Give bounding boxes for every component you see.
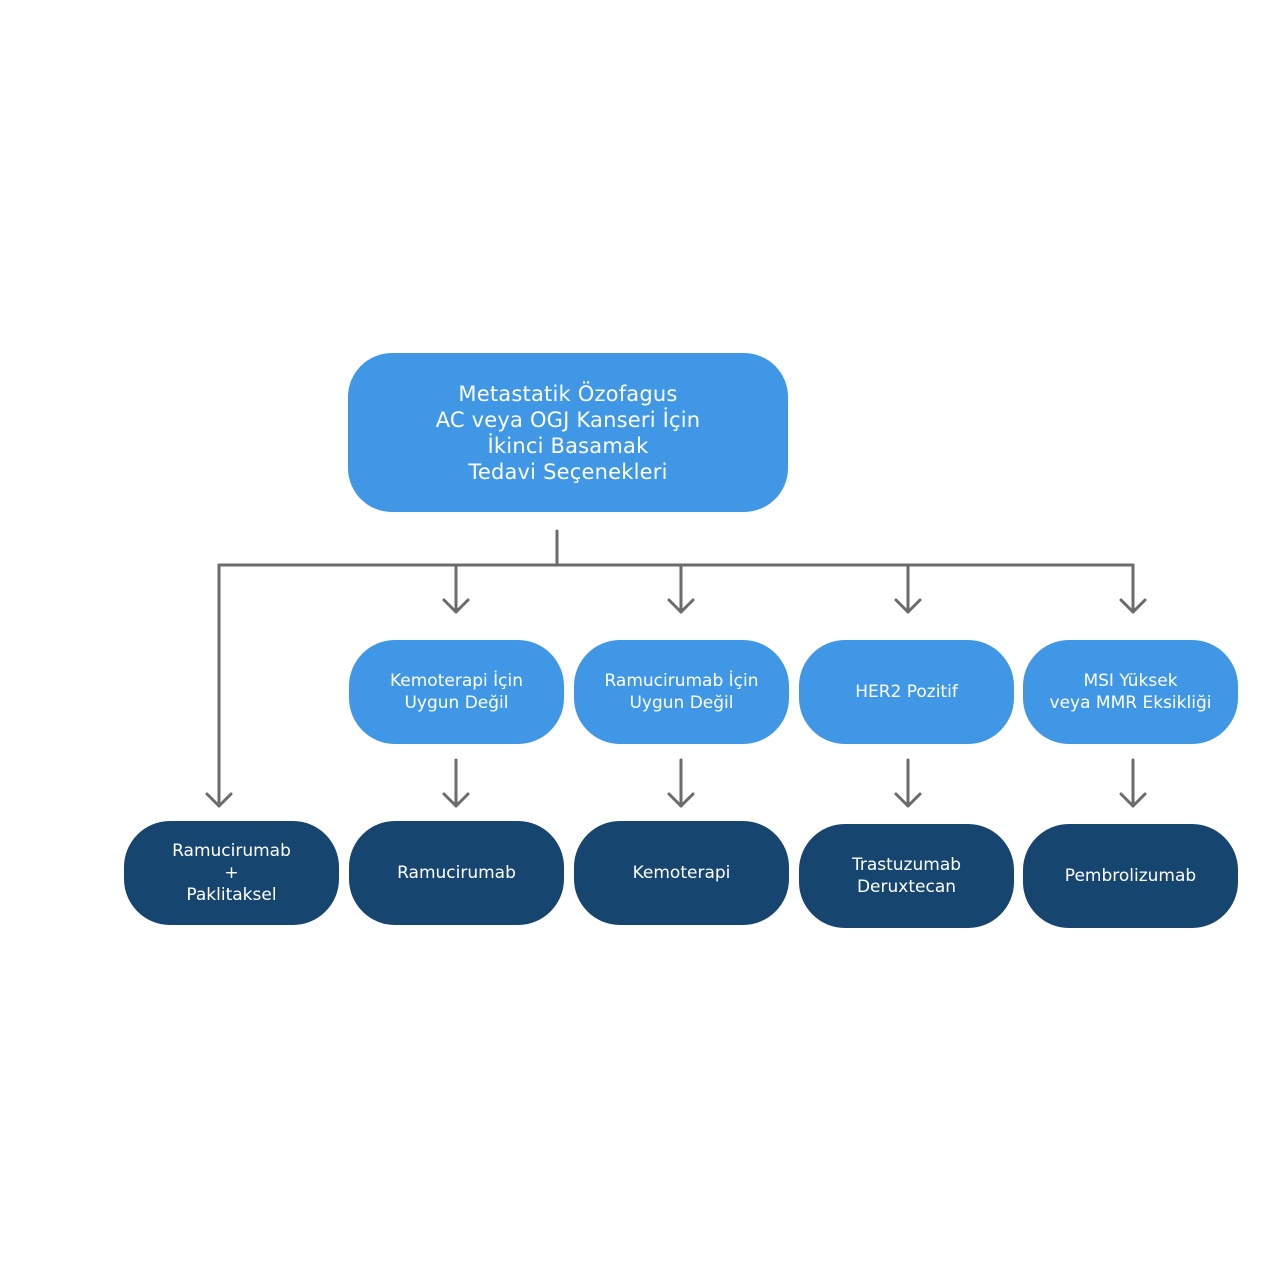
arrow-head-condition-4	[1119, 598, 1147, 614]
arrow-head-treatment-3	[667, 792, 695, 808]
treatment-node-pembrolizumab: Pembrolizumab	[1023, 824, 1238, 928]
treatment-node-trastuzumab-deruxtecan: Trastuzumab Deruxtecan	[799, 824, 1014, 928]
treatment-node-ramucirumab: Ramucirumab	[349, 821, 564, 925]
condition-node-ramucirumab-ineligible: Ramucirumab İçin Uygun Değil	[574, 640, 789, 744]
treatment-node-chemotherapy: Kemoterapi	[574, 821, 789, 925]
condition-node-her2-positive: HER2 Pozitif	[799, 640, 1014, 744]
arrow-head-condition-3	[894, 598, 922, 614]
arrow-head-condition-2	[667, 598, 695, 614]
arrow-head-treatment-2	[442, 792, 470, 808]
condition-node-msi-high: MSI Yüksek veya MMR Eksikliği	[1023, 640, 1238, 744]
arrow-head-treatment-5	[1119, 792, 1147, 808]
condition-node-chemo-ineligible: Kemoterapi İçin Uygun Değil	[349, 640, 564, 744]
arrow-head-condition-1	[442, 598, 470, 614]
arrow-head-treatment-1	[205, 792, 233, 808]
treatment-node-ramucirumab-paclitaxel: Ramucirumab + Paklitaksel	[124, 821, 339, 925]
arrow-head-treatment-4	[894, 792, 922, 808]
root-node: Metastatik Özofagus AC veya OGJ Kanseri …	[348, 353, 788, 512]
